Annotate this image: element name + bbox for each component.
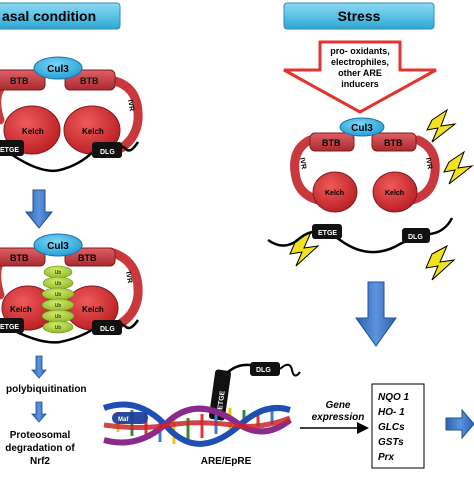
dlg-label: DLG — [100, 326, 115, 333]
ub-label: Ub — [55, 303, 62, 309]
target-genes-box: NQO 1 HO- 1 GLCs GSTs Prx — [371, 383, 425, 469]
dlg-label: DLG — [408, 234, 423, 241]
kelch-label: Kelch — [22, 127, 44, 136]
right-edge-arrow — [445, 408, 474, 440]
cul3-label: Cul3 — [351, 123, 373, 134]
gene-item: GLCs — [378, 422, 405, 433]
dlg-motif — [250, 362, 280, 376]
kelch-label: Kelch — [10, 305, 32, 314]
are-label: ARE/EpRE — [201, 456, 252, 467]
maf-label: Maf — [118, 417, 129, 423]
ubiquitin — [42, 320, 74, 334]
dna-strand-red — [103, 415, 291, 430]
gene-expression-step: Gene expression — [300, 400, 369, 434]
btb-label: BTB — [384, 138, 403, 148]
ivr-label: IVR — [424, 157, 433, 170]
dna-strand-blue — [102, 401, 291, 447]
stress-keap1-complex: IVR IVR BTB BTB Cul3 Kelch Kelch — [290, 117, 440, 213]
ub-label: Ub — [55, 270, 62, 276]
are-dna-helix: ETGE DLG Maf ARE/EpRE — [102, 362, 301, 467]
stress-line-3: other ARE — [338, 68, 382, 78]
gene-item: NQO 1 — [378, 392, 410, 403]
btb-label: BTB — [10, 76, 29, 86]
dlg-motif — [92, 142, 122, 158]
kelch-label: Kelch — [82, 305, 104, 314]
kelch-label: Kelch — [82, 127, 104, 136]
dna-strand-purple — [103, 405, 292, 446]
ivr-label: IVR — [298, 157, 307, 170]
etge-motif — [0, 140, 24, 156]
ub-label: Ub — [55, 314, 62, 320]
maf-protein: Maf — [112, 412, 148, 424]
lightning-icon — [425, 244, 456, 281]
proteosomal-line-2: degradation of — [5, 443, 75, 454]
proteosomal-line-3: Nrf2 — [30, 456, 50, 467]
btb-domain — [0, 69, 46, 91]
stress-line-1: pro- oxidants, — [330, 46, 390, 56]
lightning-icon — [443, 150, 474, 185]
btb-domain — [0, 247, 46, 267]
btb-label: BTB — [80, 76, 99, 86]
basal-keap1-complex: IVR BTB BTB Cul3 Kelch Kelch ETGE DLG — [0, 56, 143, 173]
genes-box-frame — [371, 383, 425, 469]
gene-item: Prx — [378, 452, 395, 463]
basal-down-arrow-3 — [31, 401, 47, 423]
nrf2-chain — [267, 217, 454, 254]
dlg-label: DLG — [256, 367, 271, 374]
dlg-label: DLG — [100, 149, 115, 156]
ivr-label: IVR — [124, 271, 133, 284]
btb-label: BTB — [78, 253, 97, 263]
stress-inducers-arrow: pro- oxidants, electrophiles, other ARE … — [283, 40, 437, 114]
dlg-motif — [92, 320, 122, 335]
cul3-label: Cul3 — [47, 64, 69, 75]
btb-label: BTB — [322, 138, 341, 148]
dlg-motif — [402, 228, 430, 243]
etge-label: ETGE — [0, 324, 19, 331]
gene-line-1: Gene — [325, 400, 350, 411]
cul3-protein — [339, 117, 385, 137]
polyubiquitination-label: polybiquitination — [6, 384, 87, 395]
kelch-domain — [372, 171, 418, 213]
gene-item: GSTs — [378, 437, 404, 448]
gene-line-2: expression — [312, 412, 365, 423]
cul3-label: Cul3 — [47, 241, 69, 252]
free-nrf2: ETGE DLG — [267, 217, 454, 254]
etge-motif — [208, 369, 232, 421]
gene-item: HO- 1 — [378, 407, 405, 418]
basal-down-arrow-1 — [24, 189, 54, 229]
cul3-protein — [33, 233, 83, 257]
cul3-protein — [33, 56, 83, 80]
etge-motif — [0, 318, 24, 333]
btb-label: BTB — [10, 253, 29, 263]
etge-label: ETGE — [0, 147, 19, 154]
stress-down-arrow — [355, 281, 397, 347]
etge-label: ETGE — [318, 230, 337, 237]
etge-motif — [312, 224, 342, 239]
ub-label: Ub — [55, 281, 62, 287]
stress-label: Stress — [338, 8, 381, 24]
basal-condition-header: asal condition — [0, 2, 121, 30]
ivr-label: IVR — [126, 99, 135, 112]
ub-label: Ub — [55, 325, 62, 331]
proteosomal-line-1: Proteosomal — [10, 430, 71, 441]
stress-header: Stress — [283, 2, 435, 30]
ivr-arm — [105, 75, 143, 155]
kelch-domain — [312, 171, 358, 213]
stress-line-4: inducers — [341, 79, 379, 89]
etge-label: ETGE — [217, 390, 227, 410]
btb-domain — [371, 132, 417, 152]
lightning-icon — [426, 108, 457, 143]
ubiquitin-chain: Ub Ub Ub Ub Ub Ub — [41, 265, 75, 334]
btb-domain — [309, 132, 355, 152]
ub-label: Ub — [55, 292, 62, 298]
kelch-label: Kelch — [385, 190, 404, 197]
basal-condition-label: asal condition — [2, 8, 96, 24]
ubiquitinated-complex: IVR BTB BTB Cul3 Kelch Kelch Ub Ub Ub Ub… — [0, 233, 143, 344]
basal-down-arrow-2 — [31, 355, 47, 379]
btb-domain — [64, 247, 116, 267]
stress-line-2: electrophiles, — [331, 57, 389, 67]
kelch-label: Kelch — [325, 190, 344, 197]
